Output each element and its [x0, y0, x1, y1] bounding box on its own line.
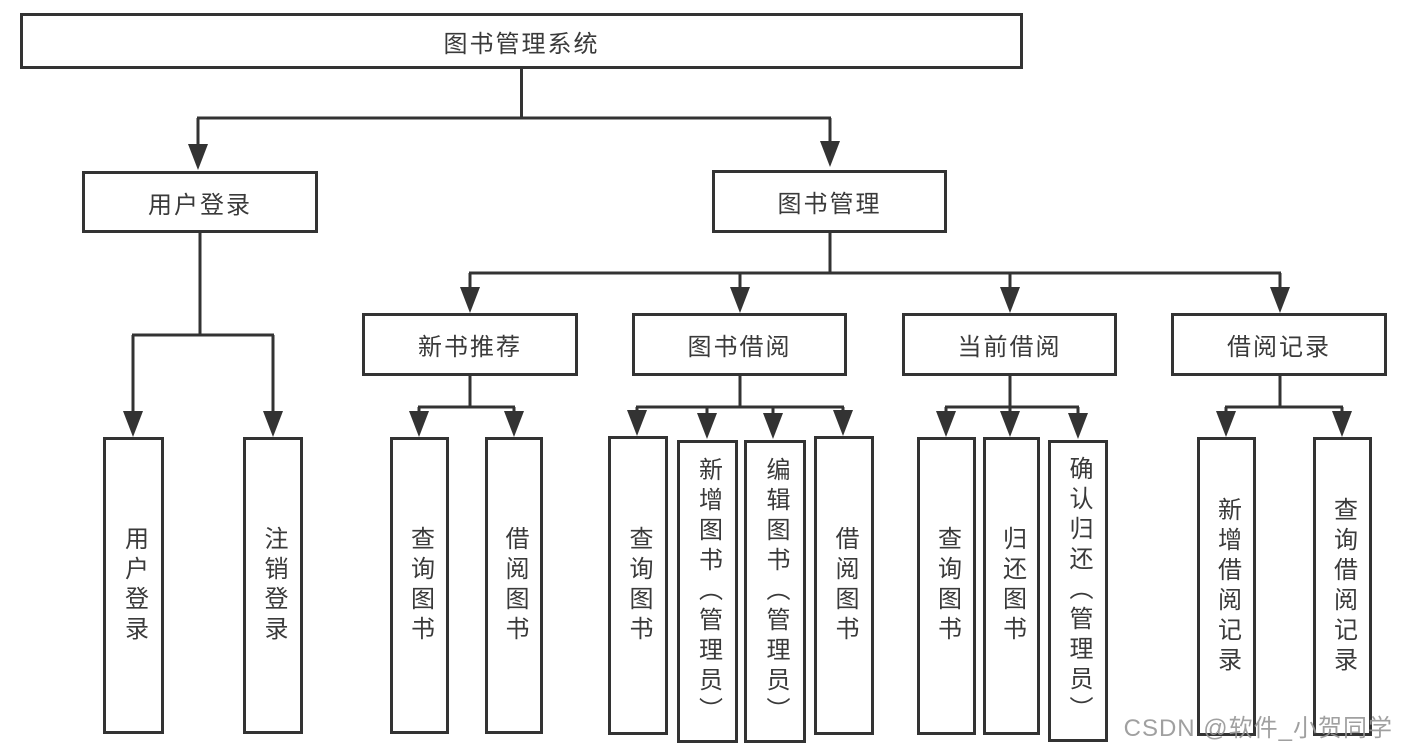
arrow-down-icon [263, 411, 283, 437]
node-user-login-group-label: 用户登录 [148, 191, 252, 219]
node-return-book-label: 归还图书 [998, 526, 1026, 646]
node-user-login-label: 用户登录 [120, 525, 148, 646]
arrow-down-icon [1270, 287, 1290, 313]
arrow-down-icon [460, 287, 480, 313]
node-confirm-return-admin-label: 确认归还（管理员） [1065, 456, 1092, 726]
arrow-down-icon [697, 413, 717, 439]
node-query-borrow-record: 查询借阅记录 [1313, 437, 1372, 736]
node-book-borrow-label: 图书借阅 [687, 334, 792, 361]
node-confirm-return-admin: 确认归还（管理员） [1048, 440, 1108, 742]
node-borrow-record-label: 借阅记录 [1227, 334, 1331, 361]
node-book-borrow: 图书借阅 [632, 313, 847, 376]
node-borrow-book-label: 借阅图书 [831, 525, 858, 646]
arrow-down-icon [1000, 411, 1020, 437]
arrow-down-icon [123, 411, 143, 437]
arrow-down-icon [936, 411, 956, 437]
node-borrow-book: 借阅图书 [814, 436, 874, 735]
connector-root-split [196, 69, 832, 150]
arrow-down-icon [730, 287, 750, 313]
node-book-management-group-label: 图书管理 [777, 191, 882, 218]
arrow-down-icon [1216, 411, 1236, 437]
node-current-query-books-label: 查询图书 [933, 526, 961, 646]
arrow-down-icon [409, 411, 429, 437]
csdn-watermark: CSDN @软件_小贺同学 [1123, 715, 1393, 742]
arrow-down-icon [1332, 411, 1352, 437]
arrow-down-icon [1068, 413, 1088, 439]
node-current-borrow-label: 当前借阅 [957, 334, 1062, 361]
arrow-down-icon [504, 411, 524, 437]
node-add-borrow-record: 新增借阅记录 [1197, 437, 1256, 736]
node-add-borrow-record-label: 新增借阅记录 [1213, 496, 1241, 677]
arrow-down-icon [188, 144, 208, 170]
connector-book-borrow-split [635, 376, 845, 419]
arrowheads [123, 141, 1352, 439]
node-return-book: 归还图书 [983, 437, 1040, 735]
node-edit-book-admin-label: 编辑图书（管理员） [762, 456, 789, 727]
arrow-down-icon [833, 410, 853, 436]
arrow-down-icon [763, 413, 783, 439]
node-current-query-books: 查询图书 [917, 437, 976, 735]
arrow-down-icon [820, 141, 840, 167]
node-recommend-borrow-books: 借阅图书 [485, 437, 543, 734]
node-book-management-group: 图书管理 [712, 170, 947, 233]
node-borrow-query-books: 查询图书 [608, 436, 668, 735]
arrow-down-icon [627, 410, 647, 436]
connector-new-book-split [417, 376, 516, 417]
node-add-book-admin: 新增图书（管理员） [677, 440, 738, 743]
node-recommend-borrow-books-label: 借阅图书 [501, 525, 528, 646]
node-logout-label: 注销登录 [260, 525, 287, 646]
node-recommend-query-books-label: 查询图书 [406, 525, 434, 646]
node-query-borrow-record-label: 查询借阅记录 [1329, 496, 1357, 677]
node-user-login-group: 用户登录 [82, 171, 318, 233]
node-recommend-query-books: 查询图书 [390, 437, 449, 734]
node-add-book-admin-label: 新增图书（管理员） [694, 456, 722, 727]
node-edit-book-admin: 编辑图书（管理员） [744, 440, 806, 743]
node-new-book-recommend: 新书推荐 [362, 313, 578, 376]
node-book-management-system: 图书管理系统 [20, 13, 1023, 69]
connector-book-management-split [468, 233, 1282, 294]
node-current-borrow: 当前借阅 [902, 313, 1117, 376]
node-user-login: 用户登录 [103, 437, 164, 734]
node-new-book-recommend-label: 新书推荐 [418, 334, 522, 361]
connector-borrow-record-split [1224, 376, 1344, 417]
node-book-management-system-label: 图书管理系统 [443, 30, 600, 58]
node-borrow-record: 借阅记录 [1171, 313, 1387, 376]
arrow-down-icon [1000, 287, 1020, 313]
connector-user-login-split [131, 233, 275, 416]
node-logout: 注销登录 [243, 437, 303, 734]
node-borrow-query-books-label: 查询图书 [625, 525, 652, 646]
